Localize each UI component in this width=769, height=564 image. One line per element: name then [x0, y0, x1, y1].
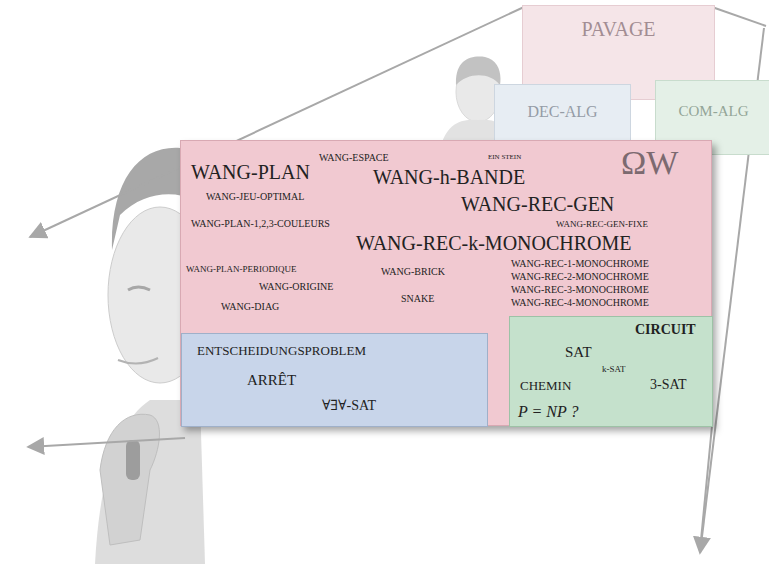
node-text: SAT [565, 344, 592, 361]
node-text: ΩW [621, 143, 678, 182]
node-text: COM-ALG [656, 103, 769, 120]
node-text: ARRÊT [247, 372, 296, 389]
node-text: WANG-REC-k-MONOCHROME [356, 232, 632, 255]
node-text: WANG-REC-GEN [461, 193, 614, 216]
node-text: k-SAT [602, 364, 626, 374]
node-text: WANG-ORIGINE [259, 281, 333, 293]
node-text: WANG-BRICK [381, 266, 445, 278]
node-text: WANG-h-BANDE [373, 166, 525, 189]
node-text: WANG-ESPACE [319, 152, 389, 164]
node-text: WANG-REC-4-MONOCHROME [511, 297, 649, 309]
node-text: 3-SAT [650, 377, 687, 393]
undecidable-box: ENTSCHEIDUNGSPROBLEM ARRÊT ∀∃∀-SAT [181, 333, 488, 427]
node-text: WANG-REC-1-MONOCHROME [511, 258, 649, 270]
node-text: ENTSCHEIDUNGSPROBLEM [197, 344, 366, 359]
node-text: WANG-REC-2-MONOCHROME [511, 271, 649, 283]
node-text: WANG-PLAN-PERIODIQUE [186, 264, 297, 274]
node-text: WANG-REC-3-MONOCHROME [511, 284, 649, 296]
node-text: SNAKE [401, 293, 434, 305]
node-text: DEC-ALG [495, 103, 630, 121]
node-text: WANG-JEU-OPTIMAL [206, 191, 304, 203]
node-text: EIN STEIN [488, 153, 521, 161]
node-text: CIRCUIT [635, 322, 696, 338]
node-text: ∀∃∀-SAT [322, 398, 376, 414]
node-text: WANG-PLAN [191, 161, 310, 184]
node-text: WANG-DIAG [221, 301, 279, 313]
domain-box: ENTSCHEIDUNGSPROBLEM ARRÊT ∀∃∀-SAT CIRCUIT S… [180, 140, 712, 426]
node-text: CHEMIN [520, 379, 571, 394]
complexity-box: CIRCUIT SAT k-SAT CHEMIN 3-SAT P = NP ? [509, 316, 713, 427]
node-text: P = NP ? [518, 403, 578, 421]
node-text: PAVAGE [523, 18, 714, 41]
node-text: WANG-REC-GEN-FIXE [556, 219, 648, 229]
node-text: WANG-PLAN-1,2,3-COULEURS [191, 218, 330, 230]
